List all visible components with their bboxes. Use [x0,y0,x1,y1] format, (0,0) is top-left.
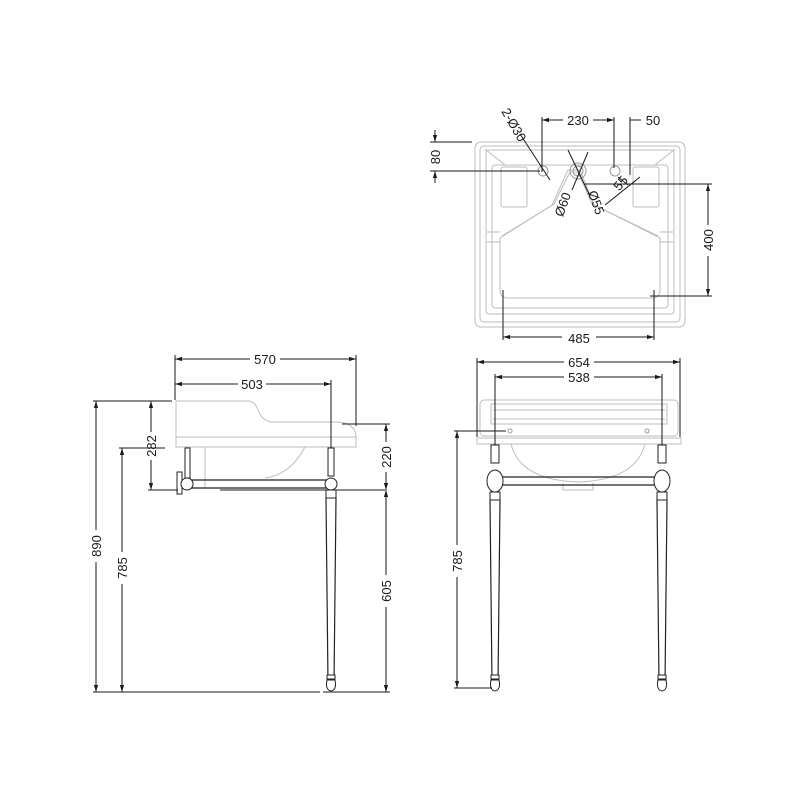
dim-rim-height-side: 785 [115,557,130,579]
front-view: 654 538 785 [450,355,682,692]
dim-rim-height-front: 785 [450,550,465,572]
dim-waste-outer: Ø60 [552,190,575,218]
overflow-left [507,428,513,434]
dim-overall-height: 890 [89,535,104,557]
dim-waste-inner: Ø55 [585,188,608,216]
basin-outline-front [476,399,682,491]
dim-bowl-width: 485 [568,331,590,346]
basin-outline-side [175,400,357,488]
waste-hole [569,162,587,180]
stand-side [176,447,338,692]
overflow-right [644,428,650,434]
dim-bowl-depth: 400 [701,229,716,251]
dim-leg-centers-depth: 503 [241,377,263,392]
top-view-dimensions: 230 50 80 2-Ø30 Ø60 Ø55 55 [428,105,716,346]
side-view-dimensions: 570 503 282 220 890 [89,352,394,693]
dim-tap-holes: 2-Ø30 [498,105,529,144]
dim-back-to-hole: 80 [428,150,443,164]
top-view: 230 50 80 2-Ø30 Ø60 Ø55 55 [428,105,716,346]
dim-hole-spacing: 230 [567,113,589,128]
dim-overall-width: 654 [568,355,590,370]
dim-leg-centers-width: 538 [568,370,590,385]
dim-front-height: 220 [379,446,394,468]
front-view-dimensions: 654 538 785 [450,355,681,689]
basin-outline-top [474,141,686,328]
dim-hole-offset: 50 [646,113,660,128]
tap-hole-right [609,165,621,177]
dim-basin-height: 282 [144,435,159,457]
dim-overall-depth: 570 [254,352,276,367]
stand-front [486,444,671,692]
side-view: 570 503 282 220 890 [89,352,394,693]
dim-rail-height: 605 [379,580,394,602]
